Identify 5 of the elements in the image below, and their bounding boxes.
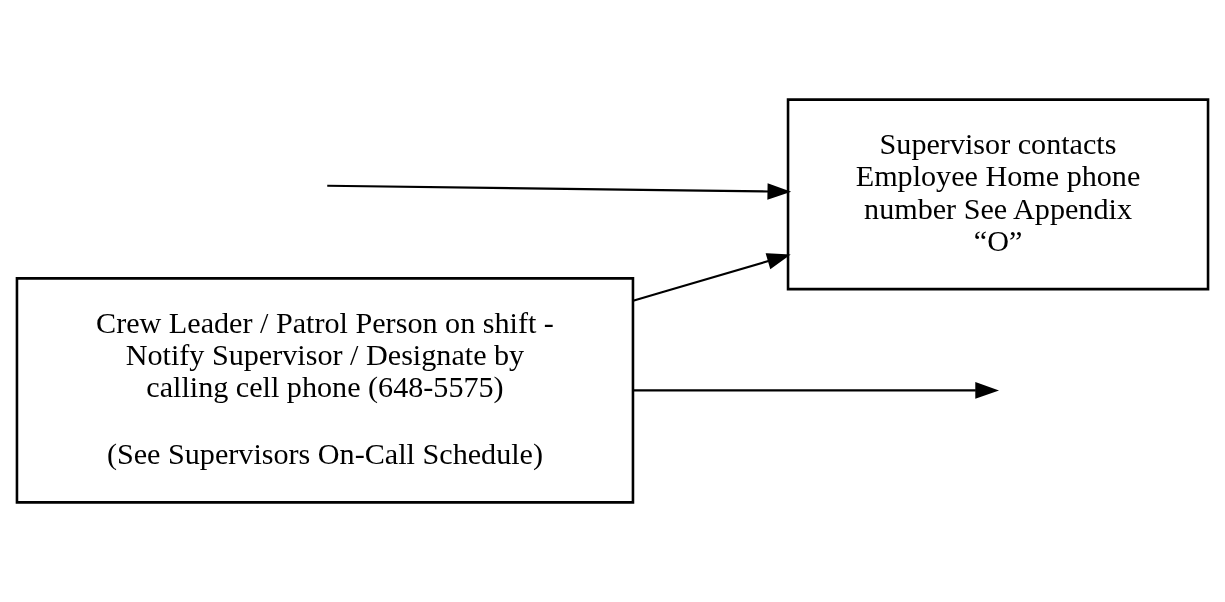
arrow — [327, 183, 792, 200]
arrow — [633, 382, 999, 399]
node-box: Crew Leader / Patrol Person on shift - Notify Supervisor / Designate by calling cell phone (648-5575) (See Supervisors On-Call Schedule) — [15, 277, 635, 504]
node-box: Supervisor contacts Employee Home phone number See Appendix “O” — [786, 98, 1210, 291]
arrow — [632, 253, 791, 302]
